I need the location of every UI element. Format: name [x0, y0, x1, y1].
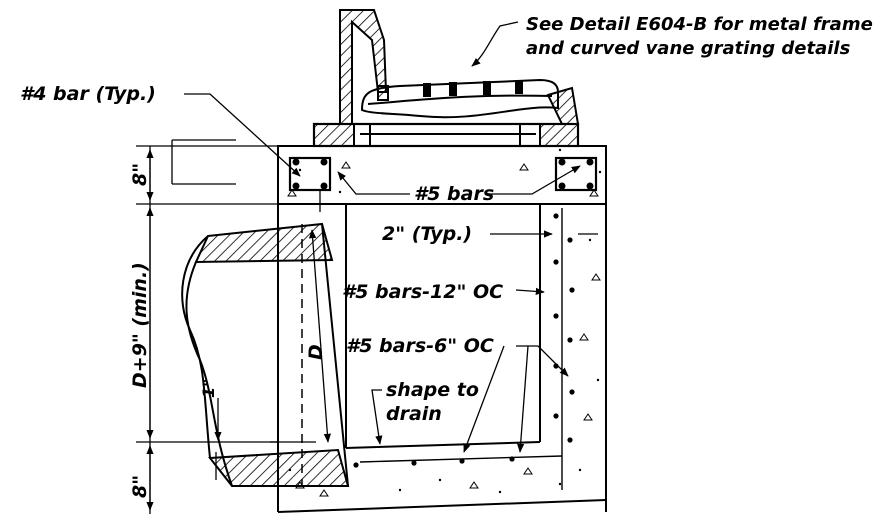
concrete-texture: [287, 161, 601, 497]
bars5-6oc-label: #5 bars-6" OC: [346, 335, 494, 357]
typ2-label: 2" (Typ.): [382, 223, 472, 245]
bars5-12oc-label: #5 bars-12" OC: [342, 281, 503, 303]
top-slab: [277, 145, 607, 205]
shape-label-line2: drain: [386, 403, 442, 425]
dim-d-plus-9-label: D+9" (min.): [129, 262, 151, 388]
bars5-label: #5 bars: [414, 183, 494, 205]
see-detail-label-line1: See Detail E604-B for metal frame: [526, 14, 873, 35]
shape-label-line1: shape to: [386, 379, 479, 401]
dim-8-bottom-label: 8": [129, 475, 151, 498]
box-walls: [277, 204, 607, 513]
dimension-lines: [136, 139, 332, 514]
wall-bars: [353, 213, 575, 468]
curved-vane-grating: [360, 78, 559, 119]
dim-1-inch-label: 1": [199, 379, 218, 398]
leader-lines: [184, 21, 598, 453]
pipe: [181, 222, 350, 487]
see-detail-label-line2: and curved vane grating details: [526, 38, 851, 59]
labels: See Detail E604-B for metal frame and cu…: [20, 14, 873, 498]
dim-d-label: D: [305, 344, 327, 360]
bar4-label: #4 bar (Typ.): [20, 83, 156, 105]
dim-8-top-label: 8": [129, 163, 151, 186]
